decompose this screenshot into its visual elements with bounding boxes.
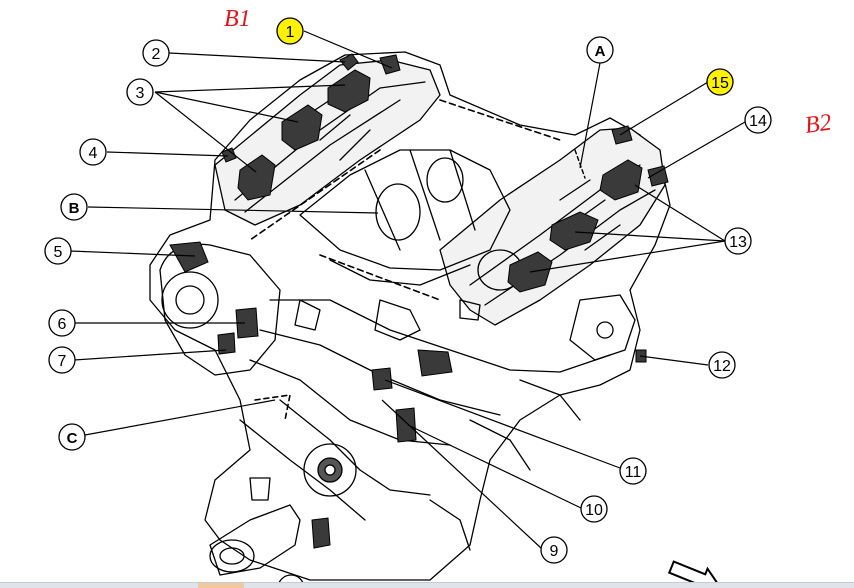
callout-14: 14	[744, 106, 772, 134]
leader-lines	[69, 30, 746, 549]
callout-B: B	[60, 193, 88, 221]
callout-A-label: A	[595, 43, 606, 60]
callout-C: C	[58, 423, 86, 451]
callout-10-label: 10	[585, 502, 603, 519]
callout-12-label: 12	[713, 358, 731, 375]
callout-10: 10	[580, 495, 608, 523]
callout-12: 12	[708, 351, 736, 379]
callout-7-label: 7	[58, 353, 67, 370]
callout-7: 7	[48, 346, 76, 374]
callout-9: 9	[540, 536, 568, 564]
callout-11: 11	[619, 457, 647, 485]
callout-C-label: C	[67, 430, 78, 447]
callout-2: 2	[142, 39, 170, 67]
callout-5: 5	[44, 237, 72, 265]
callout-2-label: 2	[152, 46, 161, 63]
highlighted-parts	[169, 53, 669, 549]
callout-3-label: 3	[136, 85, 145, 102]
callout-13-label: 13	[729, 234, 747, 251]
callout-6-label: 6	[58, 316, 67, 333]
callout-1-label: 1	[286, 24, 295, 41]
callout-3: 3	[126, 78, 154, 106]
callout-15: 15	[706, 68, 734, 96]
taskbar-tab[interactable]	[198, 583, 244, 588]
window-bottom-bar	[0, 582, 854, 588]
callout-4: 4	[79, 138, 107, 166]
callout-11-label: 11	[625, 464, 642, 481]
callout-13: 13	[724, 227, 752, 255]
callouts: 1 2 3 4 B 5 6 7	[44, 17, 772, 587]
callout-6: 6	[48, 309, 76, 337]
callout-14-label: 14	[749, 113, 767, 130]
callout-4-label: 4	[89, 145, 98, 162]
callout-9-label: 9	[550, 543, 559, 560]
callout-1: 1	[276, 17, 304, 45]
bank1-note: B1	[224, 6, 251, 32]
callout-15-label: 15	[711, 75, 729, 92]
callout-5-label: 5	[54, 244, 63, 261]
callout-A: A	[586, 36, 614, 64]
bank2-note: B2	[803, 109, 833, 138]
callout-B-label: B	[69, 200, 80, 217]
